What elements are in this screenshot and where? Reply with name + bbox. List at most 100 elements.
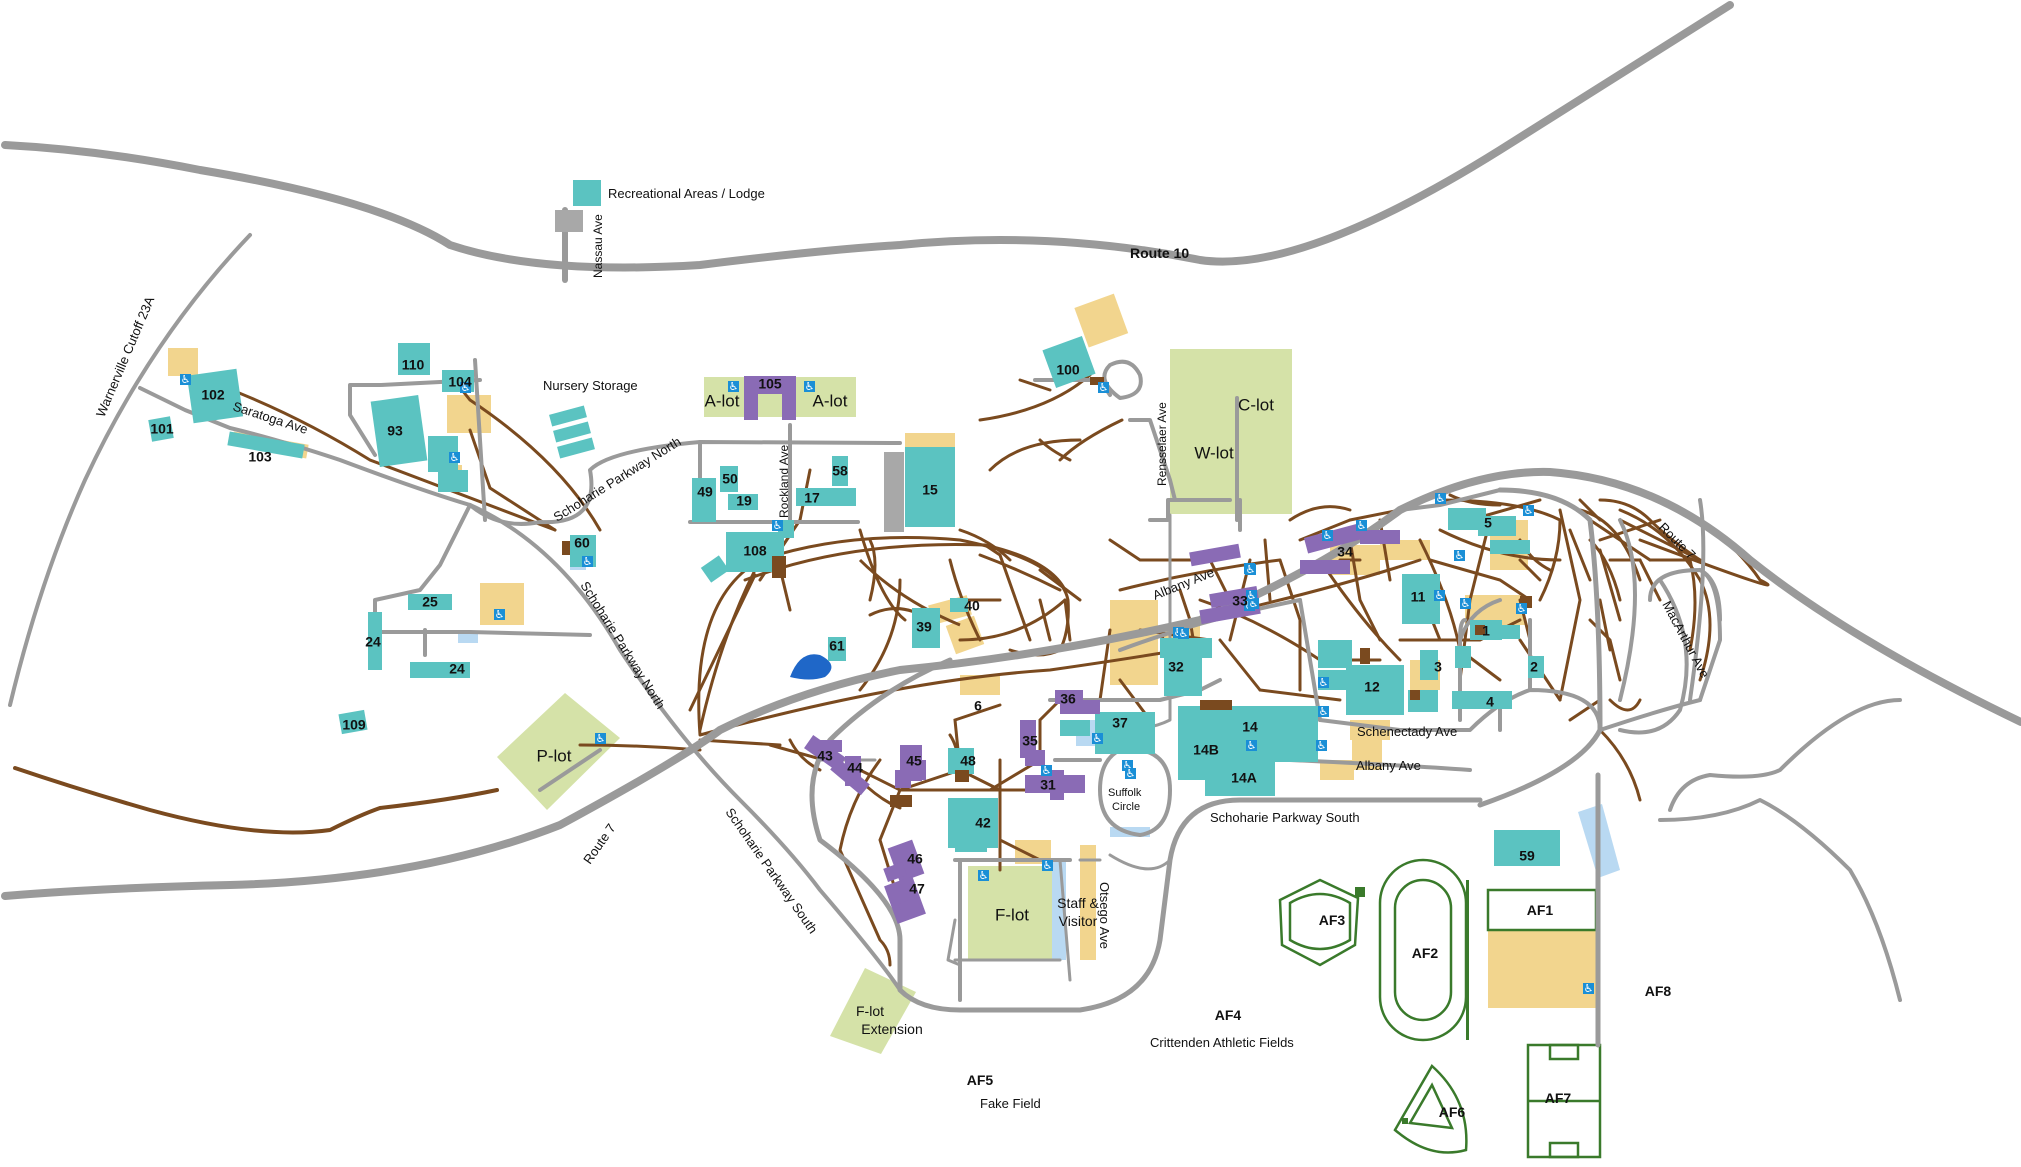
svg-text:♿: ♿ — [1126, 768, 1136, 780]
building-45[interactable]: 45 — [906, 753, 922, 769]
af1-label[interactable]: AF1 — [1527, 902, 1554, 918]
schenectady-ave-label: Schenectady Ave — [1357, 724, 1457, 739]
fake-field-label: Fake Field — [980, 1096, 1041, 1111]
building-110[interactable]: 110 — [402, 357, 425, 373]
f-lot[interactable] — [968, 866, 1052, 960]
wheelchair-icon: ♿ — [1434, 590, 1445, 602]
wheelchair-icon: ♿ — [1092, 733, 1103, 745]
building-44[interactable]: 44 — [847, 760, 863, 776]
wheelchair-icon: ♿ — [180, 374, 191, 386]
building-32[interactable]: 32 — [1168, 659, 1184, 675]
building-40[interactable]: 40 — [964, 598, 980, 614]
road-labels: Route 10 Route 7 Route 7 Warnerville Cut… — [93, 214, 1713, 949]
circle-label: Circle — [1112, 801, 1140, 813]
svg-text:♿: ♿ — [1317, 740, 1327, 752]
building-42[interactable]: 42 — [975, 815, 991, 831]
building-39[interactable]: 39 — [916, 619, 932, 635]
af4-label[interactable]: AF4 — [1215, 1007, 1242, 1023]
building-104[interactable]: 104 — [448, 374, 472, 390]
wheelchair-icon: ♿ — [1245, 564, 1256, 576]
building-17[interactable]: 17 — [804, 490, 820, 506]
building-14a[interactable]: 14A — [1231, 770, 1257, 786]
building-24-south[interactable]: 24 — [449, 661, 465, 677]
legend-swatch — [573, 180, 601, 206]
svg-text:♿: ♿ — [1042, 765, 1052, 777]
svg-text:♿: ♿ — [495, 609, 505, 621]
building-5[interactable]: 5 — [1484, 515, 1492, 531]
building-14b[interactable]: 14B — [1193, 742, 1219, 758]
af5-label[interactable]: AF5 — [967, 1072, 994, 1088]
building-101[interactable]: 101 — [150, 421, 174, 437]
wheelchair-icon: ♿ — [772, 520, 783, 532]
wheelchair-icon: ♿ — [1125, 768, 1136, 780]
building-12[interactable]: 12 — [1364, 679, 1380, 695]
building-108[interactable]: 108 — [743, 543, 767, 559]
wheelchair-icon: ♿ — [978, 870, 989, 882]
building-47[interactable]: 47 — [909, 881, 925, 897]
building-11[interactable]: 11 — [1411, 589, 1426, 605]
building-2[interactable]: 2 — [1530, 659, 1538, 675]
building-19[interactable]: 19 — [736, 493, 752, 509]
building-34[interactable]: 34 — [1337, 544, 1353, 560]
p-lot[interactable] — [497, 693, 620, 810]
building-labels[interactable]: 1 2 3 4 5 6 11 12 14 14A 14B 15 17 19 24… — [150, 357, 1538, 897]
building-3[interactable]: 3 — [1434, 659, 1442, 675]
building-49[interactable]: 49 — [697, 484, 713, 500]
building-33[interactable]: 33 — [1232, 593, 1248, 609]
building-102[interactable]: 102 — [201, 387, 225, 403]
building-46[interactable]: 46 — [907, 851, 923, 867]
f-lot-label: F-lot — [995, 905, 1029, 924]
wheelchair-icon: ♿ — [1516, 603, 1527, 615]
wheelchair-icon: ♿ — [1122, 760, 1133, 772]
wheelchair-icon: ♿ — [728, 381, 739, 393]
building-1[interactable]: 1 — [1482, 623, 1490, 639]
parking-lots — [497, 349, 1292, 1054]
building-37[interactable]: 37 — [1112, 715, 1128, 731]
building-35[interactable]: 35 — [1022, 733, 1038, 749]
building-6[interactable]: 6 — [974, 698, 982, 714]
wheelchair-icon: ♿ — [1178, 628, 1189, 640]
building-43[interactable]: 43 — [817, 748, 833, 764]
af8-label[interactable]: AF8 — [1645, 983, 1672, 999]
field-labels: AF1 AF2 AF3 AF4 AF5 AF6 AF7 AF8 — [967, 902, 1672, 1120]
w-lot-label: W-lot — [1194, 443, 1234, 462]
building-50[interactable]: 50 — [722, 471, 738, 487]
building-31[interactable]: 31 — [1040, 777, 1056, 793]
c-w-lot[interactable] — [1170, 349, 1292, 514]
wheelchair-icon: ♿ — [494, 609, 505, 621]
schoharie-south-label-2: Schoharie Parkway South — [1210, 810, 1360, 825]
svg-text:♿: ♿ — [461, 382, 471, 394]
building-25[interactable]: 25 — [422, 594, 438, 610]
svg-text:♿: ♿ — [1247, 590, 1257, 602]
af3-label[interactable]: AF3 — [1319, 912, 1346, 928]
building-36[interactable]: 36 — [1060, 691, 1076, 707]
building-105[interactable]: 105 — [758, 376, 782, 392]
saratoga-ave — [138, 386, 472, 507]
building-109[interactable]: 109 — [342, 717, 366, 733]
building-4[interactable]: 4 — [1486, 694, 1494, 710]
building-100[interactable]: 100 — [1056, 362, 1080, 378]
building-61[interactable]: 61 — [829, 638, 845, 654]
area-labels: Nursery Storage Crittenden Athletic Fiel… — [543, 378, 1294, 1111]
building-24-west[interactable]: 24 — [365, 634, 381, 650]
rensselaer-ave-label: Rensselaer Ave — [1155, 402, 1169, 486]
athletic-fields — [1278, 858, 1602, 1159]
f-lot-extension[interactable] — [830, 968, 916, 1054]
building-60[interactable]: 60 — [574, 535, 590, 551]
building-58[interactable]: 58 — [832, 463, 848, 479]
building-59[interactable]: 59 — [1519, 848, 1535, 864]
wheelchair-icon: ♿ — [1316, 740, 1327, 752]
af2-label[interactable]: AF2 — [1412, 945, 1439, 961]
building-93[interactable]: 93 — [387, 423, 403, 439]
wheelchair-icon: ♿ — [1318, 677, 1329, 689]
building-103[interactable]: 103 — [248, 449, 272, 465]
svg-text:♿: ♿ — [1249, 598, 1259, 610]
legend: Recreational Areas / Lodge — [573, 180, 765, 206]
af7-label[interactable]: AF7 — [1545, 1090, 1572, 1106]
building-48[interactable]: 48 — [960, 753, 976, 769]
schoharie-south — [468, 503, 902, 992]
af6-label[interactable]: AF6 — [1439, 1104, 1466, 1120]
building-15[interactable]: 15 — [922, 482, 938, 498]
svg-text:♿: ♿ — [805, 381, 815, 393]
building-14[interactable]: 14 — [1242, 719, 1258, 735]
